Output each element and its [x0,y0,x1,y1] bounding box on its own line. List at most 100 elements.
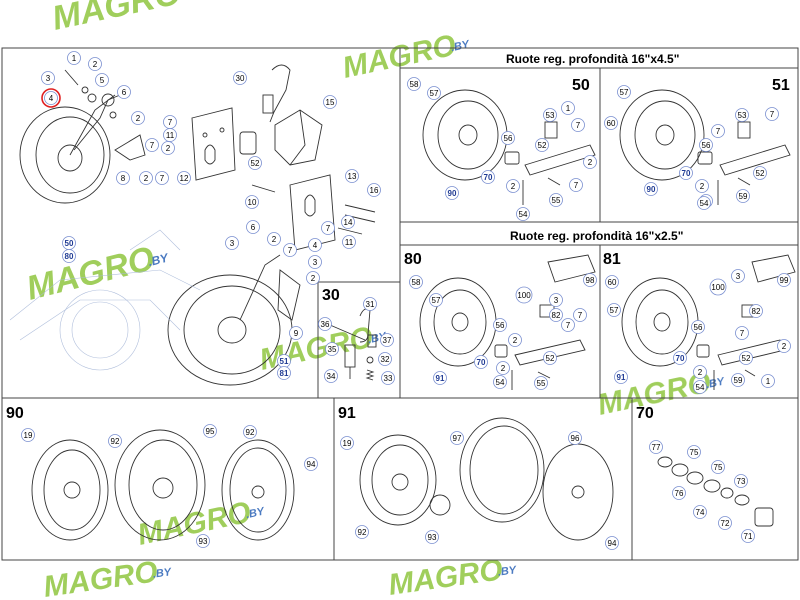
plate-12 [191,107,236,181]
pin-37 [367,334,377,348]
callout-number: 3 [736,272,741,281]
callout-number: 90 [647,185,656,194]
callout-p80: 52 [543,351,557,365]
callout-main: 8 [116,171,130,185]
callout-p30: 35 [325,342,339,356]
callout-number: 100 [711,283,725,292]
callout-number: 2 [698,368,703,377]
callout-number: 7 [740,329,745,338]
panel-81-assembly [621,254,796,390]
callout-bubble [693,365,707,379]
main-assembly [9,64,376,386]
callout-bubble [267,232,281,246]
callout-bubble [341,215,355,229]
callout-number: 2 [588,158,593,167]
callout-number: 35 [328,345,337,354]
plate-13 [289,174,336,251]
callout-bubble [753,166,767,180]
lever-30 [269,64,291,123]
callout-number: 93 [428,533,437,542]
bushing-56 [696,344,710,358]
watermark-top-right: MAGRO .BY [340,29,472,85]
callout-p80: 54 [493,375,507,389]
callout-bubble [429,293,443,307]
callout-main: 80 [62,249,76,263]
callout-number: 8 [121,174,126,183]
callout-number: 70 [682,169,691,178]
tyre-95 [114,429,206,541]
callout-bubble [433,371,447,385]
callout-main: 7 [283,243,297,257]
callout-bubble [243,425,257,439]
callout-bubble [734,474,748,488]
bolt-59 [744,369,756,377]
bolt-14 [337,227,363,235]
callout-bubble [508,333,522,347]
wheel-80-hub [451,312,469,332]
rim-92 [359,434,437,526]
tyre-95-hub [152,477,174,499]
wheel-81-hub [653,312,671,332]
callout-main: 13 [345,169,359,183]
panel-label-91: 91 [338,405,356,422]
callout-bubble [543,351,557,365]
callout-number: 81 [280,369,289,378]
callout-main: 16 [367,183,381,197]
plate-hole [202,132,208,138]
callout-bubble [340,436,354,450]
callout-p70: 77 [649,440,663,454]
callout-bubble [605,275,619,289]
callout-p81: 99 [777,273,791,287]
callout-number: 33 [384,374,393,383]
washer-73 [734,494,750,506]
callout-main: 7 [163,115,177,129]
callout-number: 60 [607,119,616,128]
callout-bubble [735,108,749,122]
callout-main: 5 [95,73,109,87]
callout-number: 60 [608,278,617,287]
callout-p91: 94 [605,536,619,550]
callout-bubble [699,138,713,152]
plate-hole [219,127,225,133]
callout-p90: 93 [196,534,210,548]
callout-number: 31 [366,300,375,309]
callout-bubble [607,303,621,317]
callout-bubble [407,77,421,91]
callout-bubble [481,170,495,184]
callout-p81: 91 [614,370,628,384]
callout-p81: 82 [749,304,763,318]
callout-p91: 92 [355,525,369,539]
callout-p50: 7 [569,178,583,192]
callout-number: 2 [311,274,316,283]
arm-52 [524,144,596,176]
callout-bubble [246,220,260,234]
callout-main: 1 [67,51,81,65]
callout-bubble [614,370,628,384]
watermark-suffix: .BY [173,0,196,3]
panel-80-assembly [419,254,596,390]
callout-bubble [131,111,145,125]
callout-number: 53 [738,111,747,120]
callout-number: 1 [766,377,771,386]
callout-bubble [321,221,335,235]
callout-bubble [41,71,55,85]
callout-bubble [709,278,727,296]
callout-number: 70 [477,358,486,367]
callout-p30: 37 [380,333,394,347]
callout-p70: 75 [687,445,701,459]
callout-bubble [325,342,339,356]
callout-p50: 57 [427,86,441,100]
callout-bubble [535,138,549,152]
disc-96-hub [571,485,585,499]
callout-p51: 7 [765,107,779,121]
pin-10 [251,184,276,193]
callout-number: 37 [383,336,392,345]
callout-number: 7 [566,321,571,330]
bolt-55 [537,371,551,379]
bolt-1 [64,69,79,86]
callout-bubble [427,86,441,100]
wheel-50 [422,89,508,181]
callout-number: 74 [696,508,705,517]
callout-p50: 58 [407,77,421,91]
callout-number: 82 [752,307,761,316]
